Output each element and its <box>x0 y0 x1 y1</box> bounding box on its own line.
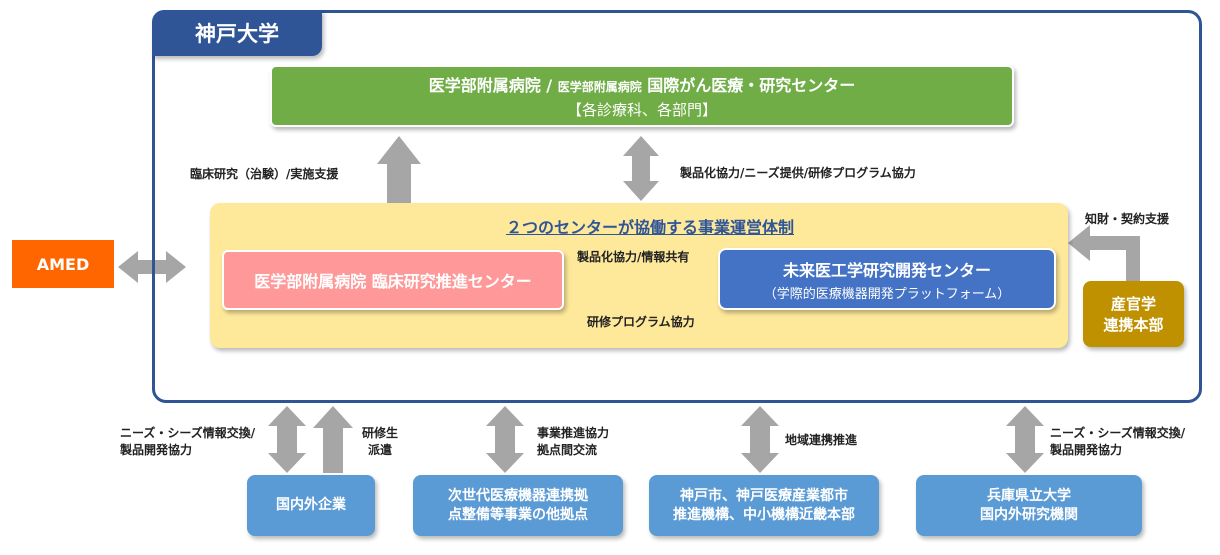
label-ip-support: 知財・契約支援 <box>1085 212 1170 226</box>
arrow-up-trainee <box>313 406 353 473</box>
industry-academia-box: 産官学 連携本部 <box>1083 281 1184 347</box>
kobe-university-title: 神戸大学 <box>152 10 322 56</box>
kobe-university-frame <box>152 10 1202 403</box>
label-product-info: 製品化協力/情報共有 <box>577 250 690 264</box>
medical-engineering-center-box: 未来医工学研究開発センター （学際的医療機器開発プラットフォーム） <box>718 248 1056 310</box>
arrow-bent-sangaku <box>1068 225 1140 281</box>
hyogo-university-box: 兵庫県立大学 国内外研究機関 <box>916 475 1142 536</box>
label-needs-seeds-right: ニーズ・シーズ情報交換/ 製品開発協力 <box>1050 426 1186 457</box>
label-product-needs: 製品化協力/ニーズ提供/研修プログラム協力 <box>680 166 916 180</box>
hospital-line1: 医学部附属病院 / 医学部附属病院 国際がん医療・研究センター <box>428 76 856 95</box>
hospital-box: 医学部附属病院 / 医学部附属病院 国際がん医療・研究センター 【各診療科、各部… <box>270 65 1014 127</box>
label-regional: 地域連携推進 <box>785 433 858 447</box>
arrow-updown-kobe-city <box>741 406 779 473</box>
label-needs-seeds-left: ニーズ・シーズ情報交換/ 製品開発協力 <box>120 426 256 457</box>
amed-box: AMED <box>12 240 114 288</box>
label-trainee: 研修生 派遣 <box>362 426 399 457</box>
companies-box: 国内外企業 <box>247 475 375 536</box>
next-gen-device-hub-box: 次世代医療機器連携拠 点整備等事業の他拠点 <box>413 475 623 536</box>
arrow-updown-hyogo <box>1006 406 1044 473</box>
kobe-city-box: 神戸市、神戸医療産業都市 推進機構、中小機構近畿本部 <box>649 475 879 536</box>
collaboration-title: ２つのセンターが協働する事業運営体制 <box>505 218 794 237</box>
label-training: 研修プログラム協力 <box>587 315 695 329</box>
arrow-updown-hospital <box>623 136 659 201</box>
arrow-updown-nextgen <box>486 406 524 473</box>
hospital-line2: 【各診療科、各部門】 <box>566 101 717 119</box>
clinical-research-center-box: 医学部附属病院 臨床研究推進センター <box>222 250 564 310</box>
label-business: 事業推進協力 拠点間交流 <box>537 426 610 457</box>
arrow-updown-companies <box>268 406 306 473</box>
label-clinical-support: 臨床研究（治験）/実施支援 <box>190 167 339 181</box>
